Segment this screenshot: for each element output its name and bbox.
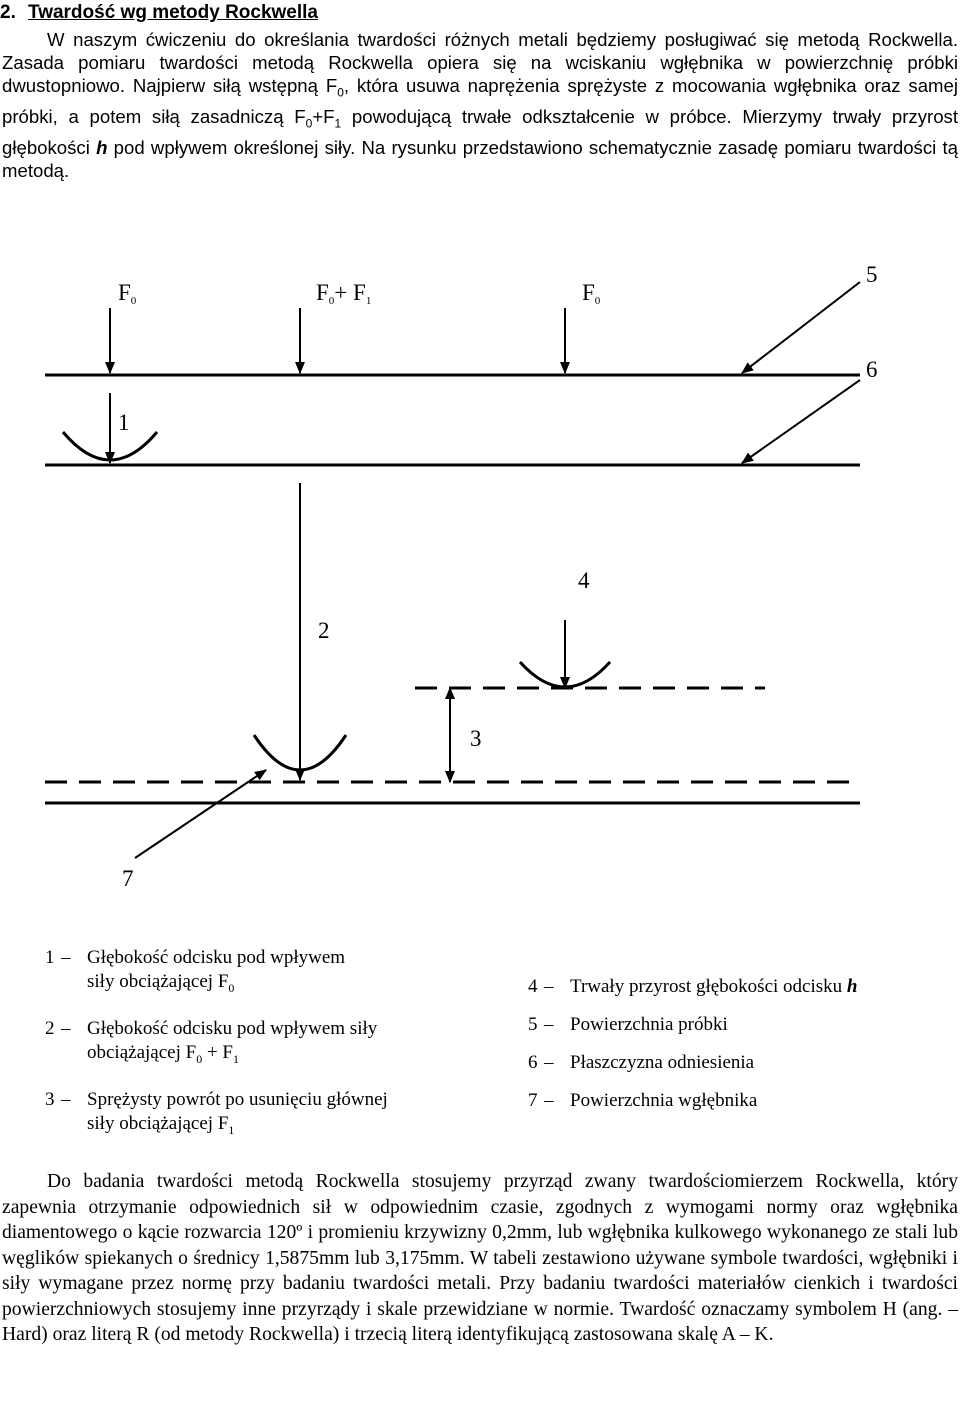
label-f0-1: F0 xyxy=(118,280,137,307)
legend-line-a: Głębokość odcisku pod wpływem siły xyxy=(87,1017,378,1039)
legend-dash: – xyxy=(544,1090,554,1111)
legend-left: 1– Głębokość odcisku pod wpływem siły ob… xyxy=(45,946,495,1141)
legend-line-b: siły obciążającej F1 xyxy=(87,1112,235,1137)
section-heading: 2. Twardość wg metody Rockwella xyxy=(0,2,318,24)
intro-text-4: powodującą trwałe odkształcenie w próbce… xyxy=(2,106,959,159)
label-2: 2 xyxy=(318,618,330,643)
legend-dash: – xyxy=(61,947,71,968)
legend-line-b: obciążającej F0 + F1 xyxy=(87,1041,239,1066)
label-f0-2: F0 xyxy=(582,280,601,307)
leader-6 xyxy=(741,379,861,464)
legend-line-a: Głębokość odcisku pod wpływem xyxy=(87,947,346,968)
label-f0-plus-f1: F0+ F1 xyxy=(316,280,371,307)
section-number: 2. xyxy=(0,2,16,23)
intro-text-2: , która usuwa naprężenia sprężyste z moc… xyxy=(2,75,959,128)
legend-item-2: 2– Głębokość odcisku pod wpływem siły ob… xyxy=(45,1017,495,1071)
intro-sub-3: 1 xyxy=(334,117,342,132)
intro-text-5: pod wpływem określonej siły. Na rysunku … xyxy=(2,137,958,182)
label-4: 4 xyxy=(578,568,590,593)
legend-dash: – xyxy=(544,1014,554,1035)
intro-text-1: W naszym ćwiczeniu do określania twardoś… xyxy=(2,29,958,97)
bottom-text: Do badania twardości metodą Rockwella st… xyxy=(2,1171,958,1345)
legend-right: 4–Trwały przyrost głębokości odcisku h 5… xyxy=(528,968,948,1120)
legend-dash: – xyxy=(61,1017,71,1039)
legend-dash: – xyxy=(61,1088,71,1110)
legend-dash: – xyxy=(544,1052,554,1073)
leader-7 xyxy=(134,769,267,859)
intro-h-symbol: h xyxy=(96,137,108,159)
legend-item-3: 3– Sprężysty powrót po usunięciu głównej… xyxy=(45,1088,495,1142)
label-5: 5 xyxy=(866,262,878,287)
legend-number: 3 xyxy=(45,1088,55,1110)
label-3: 3 xyxy=(470,726,482,751)
section-title: Twardość wg metody Rockwella xyxy=(28,2,319,23)
legend-h-symbol: h xyxy=(846,976,858,997)
label-6: 6 xyxy=(866,357,878,382)
legend-line-a: Sprężysty powrót po usunięciu głównej xyxy=(87,1088,388,1110)
bottom-paragraph: Do badania twardości metodą Rockwella st… xyxy=(2,1169,958,1348)
legend-number: 6 xyxy=(528,1052,538,1073)
legend-text: Płaszczyzna odniesienia xyxy=(570,1052,755,1073)
label-1: 1 xyxy=(118,410,130,435)
legend-line-b: siły obciążającej F0 xyxy=(87,971,235,995)
legend-number: 5 xyxy=(528,1014,538,1035)
legend-number: 4 xyxy=(528,976,538,997)
legend-item-4: 4–Trwały przyrost głębokości odcisku h xyxy=(528,968,948,1006)
legend-text: Powierzchnia wgłębnika xyxy=(570,1090,758,1111)
intro-sub-1: 0 xyxy=(337,86,344,101)
legend-text: Powierzchnia próbki xyxy=(570,1014,728,1035)
leader-5 xyxy=(741,281,861,374)
legend-number: 2 xyxy=(45,1017,55,1039)
legend-item-1: 1– Głębokość odcisku pod wpływem siły ob… xyxy=(45,946,495,1000)
legend-number: 7 xyxy=(528,1090,538,1111)
label-7: 7 xyxy=(122,866,134,891)
legend-text: Trwały przyrost głębokości odcisku xyxy=(570,976,847,997)
intro-paragraph: W naszym ćwiczeniu do określania twardoś… xyxy=(2,28,958,183)
legend-item-5: 5–Powierzchnia próbki xyxy=(528,1006,948,1044)
legend-item-6: 6–Płaszczyzna odniesienia xyxy=(528,1044,948,1082)
legend-dash: – xyxy=(544,976,554,997)
intro-text-3: +F xyxy=(312,106,335,128)
legend-item-7: 7–Powierzchnia wgłębnika xyxy=(528,1082,948,1120)
legend-number: 1 xyxy=(45,947,55,968)
intro-sub-2: 0 xyxy=(305,117,313,132)
